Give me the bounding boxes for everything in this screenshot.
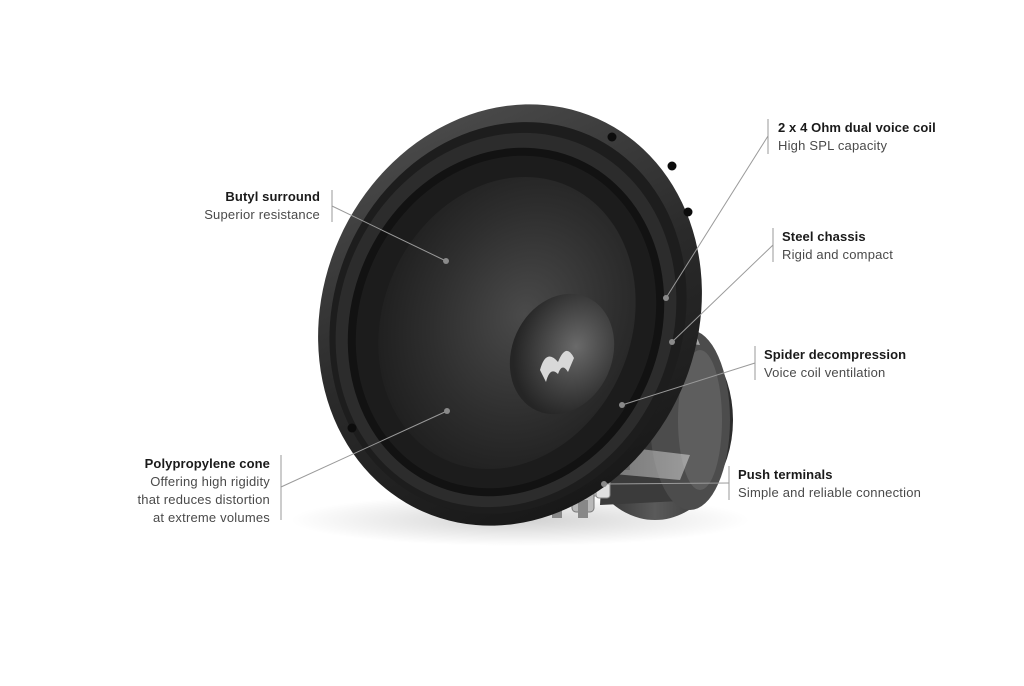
callout-description-line-1: Offering high rigidity	[150, 474, 270, 489]
leader-lines	[280, 119, 774, 520]
leader-dots	[443, 258, 675, 487]
callout-description: Simple and reliable connection	[738, 485, 922, 500]
dust-cap	[509, 293, 615, 415]
callout-description: Rigid and compact	[782, 247, 894, 262]
callout-title: Polypropylene cone	[144, 456, 270, 471]
callout-butyl-surround: Butyl surround Superior resistance	[150, 188, 320, 224]
callout-steel-chassis: Steel chassis Rigid and compact	[782, 228, 982, 264]
callout-description-line-3: at extreme volumes	[152, 510, 270, 525]
callout-spider-decompression: Spider decompression Voice coil ventilat…	[764, 346, 994, 382]
callout-polypropylene-cone: Polypropylene cone Offering high rigidit…	[100, 455, 270, 527]
callout-description: High SPL capacity	[778, 138, 888, 153]
callout-description: Voice coil ventilation	[764, 365, 886, 380]
callout-description: Superior resistance	[204, 207, 320, 222]
callout-push-terminals: Push terminals Simple and reliable conne…	[738, 466, 998, 502]
callout-title: Push terminals	[738, 467, 833, 482]
callout-title: Steel chassis	[782, 229, 866, 244]
callout-dual-voice-coil: 2 x 4 Ohm dual voice coil High SPL capac…	[778, 119, 1008, 155]
callout-title: 2 x 4 Ohm dual voice coil	[778, 120, 936, 135]
callout-description-line-2: that reduces distortion	[137, 492, 270, 507]
callout-title: Spider decompression	[764, 347, 907, 362]
callout-title: Butyl surround	[225, 189, 320, 204]
